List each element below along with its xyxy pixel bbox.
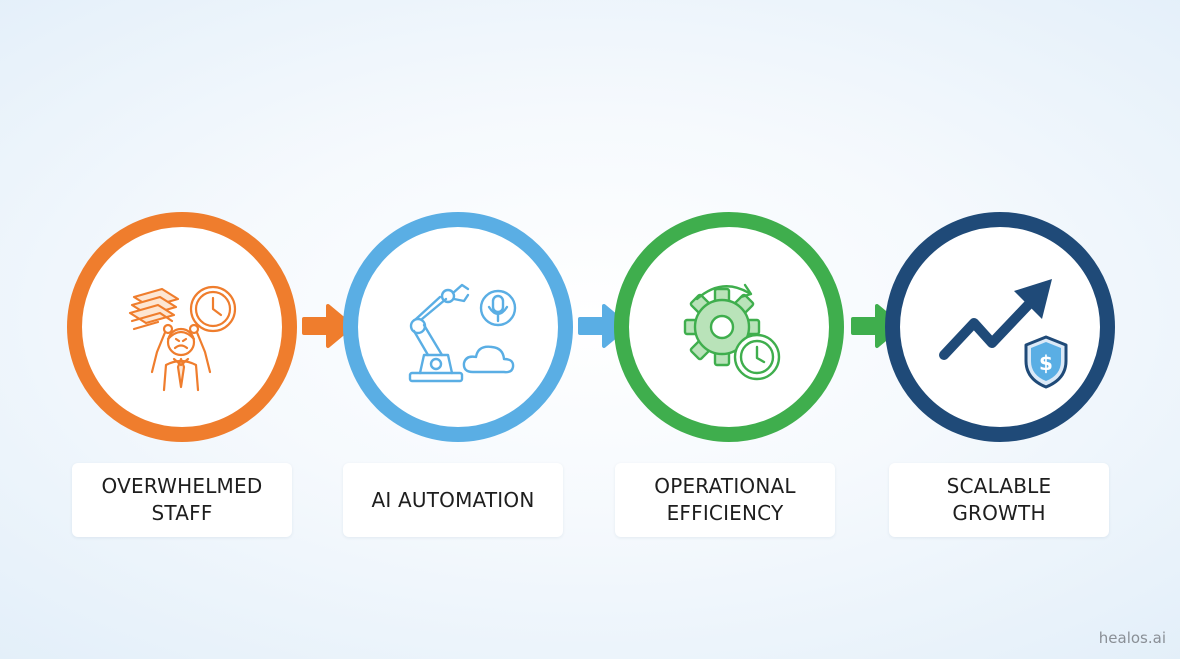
step-circle-overwhelmed-staff <box>67 212 297 442</box>
watermark: healos.ai <box>1098 629 1166 647</box>
stressed-person-icon <box>128 285 237 392</box>
step-label: OPERATIONAL EFFICIENCY <box>654 474 796 525</box>
step-circle-ai-automation <box>343 212 573 442</box>
step-label-box-ai-automation: AI AUTOMATION <box>343 463 563 537</box>
arrow-right-icon <box>302 304 354 348</box>
step-label: OVERWHELMED STAFF <box>101 474 263 525</box>
step-label-box-operational-efficiency: OPERATIONAL EFFICIENCY <box>615 463 835 537</box>
step-circle-scalable-growth: $ <box>885 212 1115 442</box>
robot-arm-icon <box>408 283 517 383</box>
step-label: SCALABLE GROWTH <box>946 474 1052 525</box>
growth-shield-icon: $ <box>939 279 1068 389</box>
step-label: AI AUTOMATION <box>371 487 535 512</box>
step-label-box-scalable-growth: SCALABLE GROWTH <box>889 463 1109 537</box>
step-circle-operational-efficiency <box>614 212 844 442</box>
step-label-box-overwhelmed-staff: OVERWHELMED STAFF <box>72 463 292 537</box>
gear-clock-icon <box>683 283 781 381</box>
svg-text:$: $ <box>1039 351 1053 375</box>
